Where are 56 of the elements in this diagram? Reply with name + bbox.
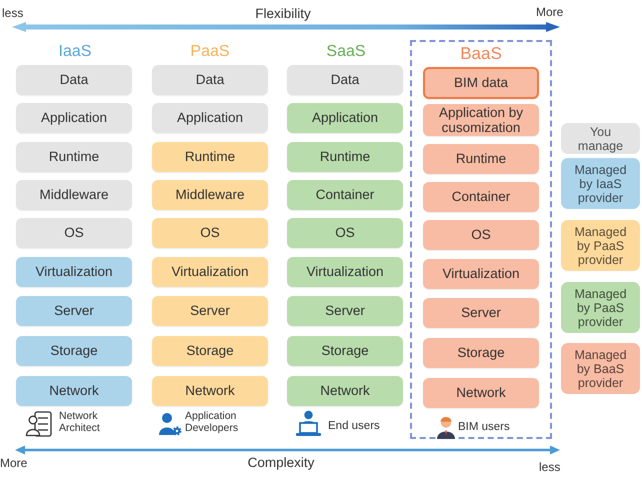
layer-box: Runtime (287, 142, 403, 172)
axis-label: More (536, 6, 564, 20)
axis-label: less (539, 461, 560, 475)
layer-box: Storage (287, 336, 403, 366)
layer-box: Application by cusomization (423, 104, 539, 136)
user-role-label: Network Architect (59, 410, 101, 434)
layer-box: Server (287, 296, 403, 326)
legend-entry: Managed by PaaS provider (561, 282, 640, 333)
layer-box: Virtualization (287, 257, 403, 287)
layer-box: Container (287, 180, 403, 210)
layer-box: Virtualization (423, 259, 539, 289)
layer-box: Network (423, 378, 539, 408)
layer-box: Application (287, 103, 403, 133)
layer-box: Runtime (423, 144, 539, 174)
layer-box: Server (16, 296, 132, 326)
layer-box: Storage (423, 338, 539, 368)
legend-entry: Managed by BaaS provider (561, 343, 640, 394)
layer-box: Container (423, 182, 539, 212)
axis-label: More (0, 457, 28, 471)
layer-box: Application (16, 103, 132, 133)
layer-box: Runtime (152, 142, 268, 172)
layer-box: Network (152, 376, 268, 406)
legend-entry: You manage (561, 123, 640, 154)
layer-box: Data (287, 65, 403, 95)
layer-box: Application (152, 103, 268, 133)
column-heading: SaaS (326, 43, 366, 62)
layer-box: Virtualization (16, 257, 132, 287)
dashed-group-frame (410, 40, 552, 439)
column-heading: PaaS (190, 43, 230, 62)
layer-box: Storage (152, 336, 268, 366)
layer-box: OS (423, 220, 539, 250)
axis-label: Complexity (248, 455, 314, 471)
axis-label: less (2, 7, 24, 21)
layer-box: Data (152, 65, 268, 95)
legend-entry: Managed by IaaS provider (561, 158, 640, 209)
layer-box: OS (152, 218, 268, 248)
layer-box: Runtime (16, 142, 132, 172)
column-heading: IaaS (58, 43, 92, 62)
layer-box: Storage (16, 336, 132, 366)
layer-box: BIM data (423, 67, 539, 99)
layer-box: Data (16, 65, 132, 95)
layer-box: Server (423, 298, 539, 328)
layer-box: Virtualization (152, 257, 268, 287)
layer-box: Server (152, 296, 268, 326)
layer-box: Network (16, 376, 132, 406)
layer-box: OS (287, 218, 403, 248)
layer-box: Middleware (152, 180, 268, 210)
layer-box: Middleware (16, 180, 132, 210)
axis-label: Flexibility (255, 6, 311, 22)
user-role-label: Application Developers (185, 410, 240, 434)
layer-box: Network (287, 376, 403, 406)
layer-box: OS (16, 218, 132, 248)
user-role-label: BIM users (458, 421, 510, 434)
column-heading: BaaS (460, 45, 502, 64)
legend-entry: Managed by PaaS provider (561, 220, 640, 271)
user-role-label: End users (328, 420, 380, 434)
